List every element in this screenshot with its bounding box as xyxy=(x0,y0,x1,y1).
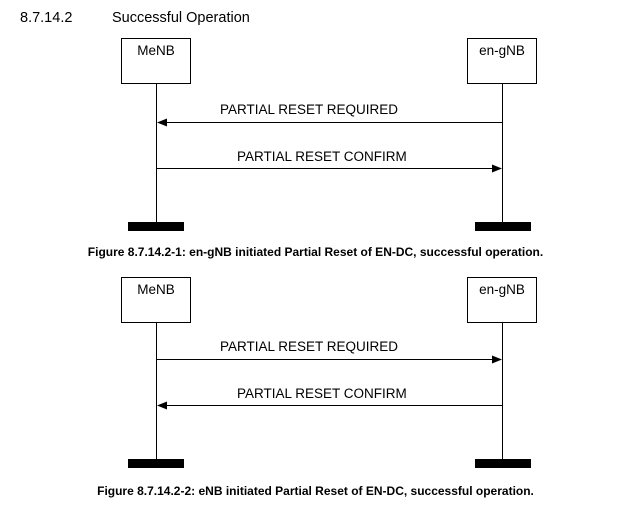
menb-lifeline-1 xyxy=(156,84,157,222)
en-gnb-lifeline-2 xyxy=(502,323,503,459)
section-title: Successful Operation xyxy=(112,10,250,26)
figure-caption-2: Figure 8.7.14.2-2: eNB initiated Partial… xyxy=(97,484,534,498)
message-label-2-1: PARTIAL RESET REQUIRED xyxy=(220,339,399,354)
en-gnb-node-1: en-gNB xyxy=(467,38,537,84)
en-gnb-end-bar-2 xyxy=(475,459,531,468)
message-label-2-2: PARTIAL RESET CONFIRM xyxy=(237,386,407,401)
menb-node-2: MeNB xyxy=(121,277,191,323)
figure-caption-1: Figure 8.7.14.2-1: en-gNB initiated Part… xyxy=(87,245,544,259)
arrow-partial-reset-required-1 xyxy=(157,118,502,127)
en-gnb-end-bar-1 xyxy=(475,222,531,231)
menb-end-bar-2 xyxy=(128,459,184,468)
arrow-partial-reset-confirm-2 xyxy=(157,401,502,410)
message-label-1-2: PARTIAL RESET CONFIRM xyxy=(237,149,407,164)
menb-node-1: MeNB xyxy=(121,38,191,84)
message-label-1-1: PARTIAL RESET REQUIRED xyxy=(220,102,399,117)
en-gnb-node-2: en-gNB xyxy=(467,277,537,323)
en-gnb-lifeline-1 xyxy=(502,84,503,222)
section-number: 8.7.14.2 xyxy=(20,10,73,26)
menb-lifeline-2 xyxy=(156,323,157,459)
arrow-partial-reset-confirm-1 xyxy=(157,164,502,173)
menb-end-bar-1 xyxy=(128,222,184,231)
arrow-partial-reset-required-2 xyxy=(157,355,502,364)
